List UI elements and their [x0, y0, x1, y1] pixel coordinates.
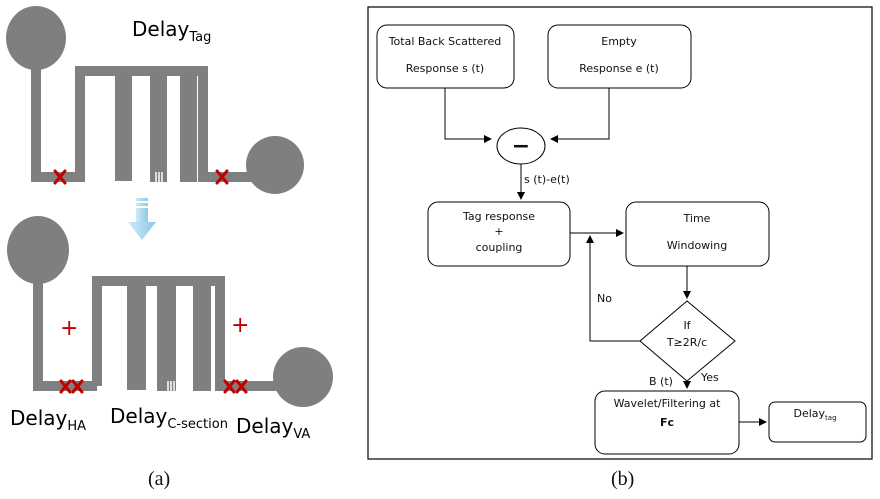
panel-b: Total Back Scattered Response s (t) Empt… [360, 0, 880, 499]
flowchart: Total Back Scattered Response s (t) Empt… [367, 6, 873, 460]
no-label: No [597, 292, 612, 305]
decision-line1: If [683, 319, 691, 332]
tag-box-line1: Tag response [462, 210, 535, 223]
decision-line2: T≥2R/c [666, 336, 707, 349]
arrow-no-loop [586, 235, 640, 342]
window-box-line2: Windowing [667, 239, 727, 252]
delay-va-label: DelayVA [236, 414, 310, 442]
empty-response-box [547, 24, 692, 89]
bottom-left-antenna-pad [7, 216, 69, 284]
delay-tag-label: DelayTag [132, 17, 211, 45]
caption-a: (a) [148, 468, 171, 490]
delay-ha-label: DelayHA [10, 406, 86, 434]
plus-sign-left: + [60, 316, 78, 341]
transition-arrow-icon [128, 198, 156, 240]
bottom-cross-ha [59, 379, 84, 394]
total-box-line1: Total Back Scattered [388, 35, 502, 48]
panel-a-drawing: DelayTag + + DelayHA DelayC-section Dela… [6, 6, 333, 442]
top-left-feed-line [31, 64, 41, 182]
delay-tag-box [768, 401, 867, 443]
wavelet-box-line2: Fc [660, 416, 674, 429]
tag-box-line3: coupling [476, 241, 523, 254]
wavelet-box-line1: Wavelet/Filtering at [614, 397, 722, 410]
delay-c-section-label: DelayC-section [110, 404, 228, 432]
top-ground-segment-left [31, 172, 85, 182]
yes-label: Yes [700, 371, 719, 384]
top-right-antenna-pad [246, 136, 304, 194]
bottom-cross-va [223, 379, 248, 394]
top-left-antenna-pad [6, 6, 66, 70]
tag-box-line2: + [494, 225, 503, 238]
window-box-line1: Time [683, 212, 711, 225]
bottom-left-feed-line [33, 276, 43, 391]
bottom-right-antenna-pad [273, 347, 333, 407]
empty-box-line1: Empty [601, 35, 637, 48]
top-cross-right [215, 169, 229, 185]
bt-label: B (t) [649, 375, 673, 388]
top-cross-left [53, 169, 67, 185]
bottom-meander-line [92, 276, 304, 391]
plus-sign-right: + [231, 313, 249, 338]
panel-a: DelayTag + + DelayHA DelayC-section Dela… [0, 0, 360, 499]
arrow-empty-to-minus [550, 88, 610, 143]
st-minus-et-label: s (t)-e(t) [524, 173, 570, 186]
delay-tag-box-label: Delaytag [793, 407, 836, 422]
arrow-total-to-minus [444, 88, 492, 143]
total-box-line2: Response s (t) [406, 62, 484, 75]
minus-symbol: − [512, 134, 530, 159]
time-windowing-box [625, 201, 770, 267]
caption-b: (b) [611, 468, 635, 490]
tag-response-box [427, 201, 571, 267]
empty-box-line2: Response e (t) [579, 62, 659, 75]
